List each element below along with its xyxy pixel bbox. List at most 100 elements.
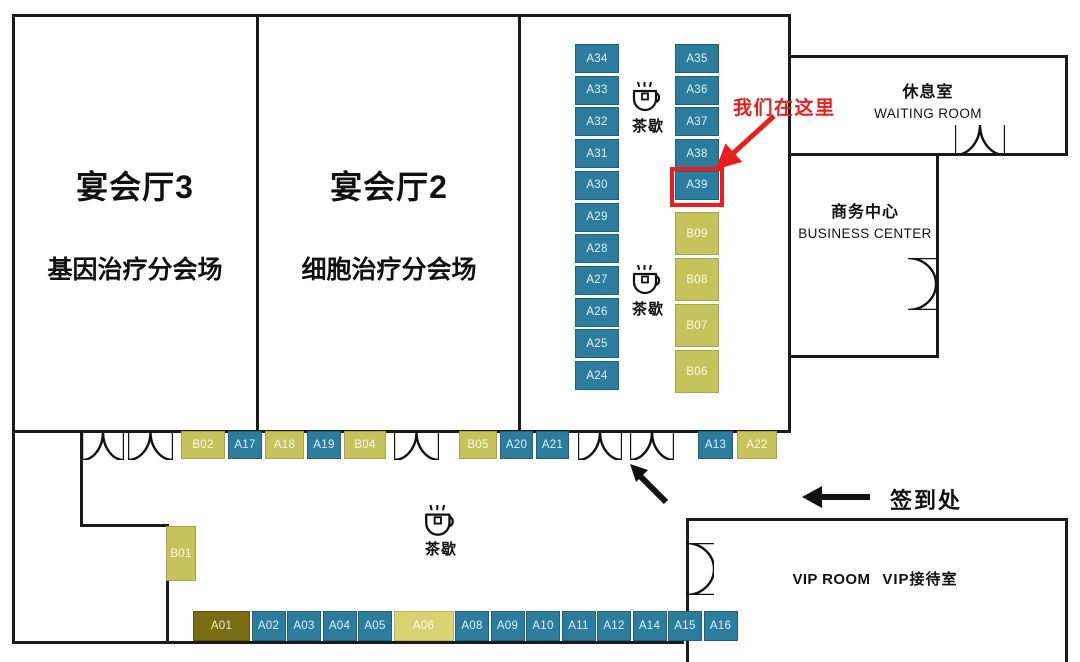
booth-b06[interactable]: B06 [675,350,719,393]
business-center-cn: 商务中心 [830,204,899,221]
door-icon [394,432,439,460]
booth-a36[interactable]: A36 [675,75,719,105]
corridor-entry-arrow-icon [630,464,669,504]
tea-break-label-bottom: 茶歇 [424,541,457,558]
booth-b02[interactable]: B02 [181,431,225,459]
booth-a10[interactable]: A10 [526,611,560,641]
booth-a03[interactable]: A03 [287,611,321,641]
booth-a33[interactable]: A33 [575,75,619,105]
booth-a26[interactable]: A26 [575,297,619,327]
booth-a18[interactable]: A18 [265,431,304,459]
booth-a34[interactable]: A34 [575,44,619,73]
tea-break-top: 茶歇 [618,81,678,136]
sign-in-arrow-icon [802,486,870,508]
hall-label-3: 宴会厅3 基因治疗分会场 [24,162,246,286]
wall-vip-top [686,518,1068,521]
room-label-business: 商务中心 BUSINESS CENTER [765,198,965,241]
room-label-waiting: 休息室 WAITING ROOM [828,78,1028,121]
booth-a16[interactable]: A16 [703,611,738,641]
hall-3-session: 基因治疗分会场 [47,256,223,284]
door-icon [955,125,1005,155]
booth-b08[interactable]: B08 [675,258,719,301]
wall-corridor-bottom [12,641,684,644]
wall-expo-right [788,14,791,431]
hall-3-name: 宴会厅3 [76,169,194,205]
booth-a02[interactable]: A02 [251,611,286,641]
tea-break-label-mid: 茶歇 [631,301,664,318]
wall-waiting-right [1065,55,1068,156]
booth-a09[interactable]: A09 [490,611,525,641]
wall-vip-left [686,518,689,662]
door-icon [578,432,622,460]
booth-b07[interactable]: B07 [675,304,719,347]
booth-b04[interactable]: B04 [344,431,386,459]
booth-a05[interactable]: A05 [358,611,392,641]
booth-a28[interactable]: A28 [575,234,619,264]
booth-a27[interactable]: A27 [575,265,619,295]
booth-a14[interactable]: A14 [632,611,667,641]
wall-top [12,14,791,17]
sign-in-label: 签到处 [890,488,963,513]
booth-a13[interactable]: A13 [698,431,733,459]
booth-a39[interactable]: A39 [675,170,719,200]
room-label-vip: VIP ROOM VIP接待室 [715,568,1035,589]
wall-corridor-left-outer [12,430,15,642]
booth-a06[interactable]: A06 [393,611,454,641]
booth-b01[interactable]: B01 [166,526,196,581]
booth-a11[interactable]: A11 [561,611,596,641]
business-center-en: BUSINESS CENTER [798,226,932,241]
booth-a31[interactable]: A31 [575,139,619,169]
wall-divider-hall2-expo [518,14,521,431]
wall-left-hall [12,14,15,431]
wall-corridor-step [80,524,168,527]
booth-a25[interactable]: A25 [575,329,619,359]
booth-a30[interactable]: A30 [575,170,619,200]
teacup-icon [618,81,678,114]
wall-vip-right [1065,518,1068,662]
booth-a15[interactable]: A15 [668,611,702,641]
wall-waiting-top [788,55,1068,58]
you-are-here-label: 我们在这里 [733,98,836,119]
waiting-room-cn: 休息室 [902,84,954,101]
booth-a22[interactable]: A22 [737,431,777,459]
booth-a01[interactable]: A01 [193,611,250,641]
door-icon [686,543,714,595]
teacup-icon [618,264,678,297]
hall-2-name: 宴会厅2 [330,169,448,205]
booth-a20[interactable]: A20 [500,431,533,459]
booth-a32[interactable]: A32 [575,107,619,137]
hall-label-2: 宴会厅2 细胞治疗分会场 [270,162,508,286]
booth-b09[interactable]: B09 [675,212,719,255]
wall-waiting-bottom [788,153,1068,156]
booth-a08[interactable]: A08 [455,611,489,641]
you-are-here-arrow [715,114,776,170]
door-icon [82,432,124,460]
wall-business-bottom [788,355,939,358]
wall-corridor-inner-right [166,524,169,644]
tea-break-mid: 茶歇 [618,264,678,319]
wall-divider-hall3-hall2 [256,14,259,431]
booth-a35[interactable]: A35 [675,44,719,73]
wall-business-right [936,153,939,358]
booth-b05[interactable]: B05 [459,431,497,459]
booth-a38[interactable]: A38 [675,139,719,169]
tea-break-bottom: 茶歇 [411,504,471,559]
door-icon [128,432,173,460]
wall-hall-bottom [12,430,791,433]
booth-a29[interactable]: A29 [575,202,619,232]
teacup-icon [411,504,471,537]
wall-corridor-inner-left [80,432,83,526]
booth-a21[interactable]: A21 [536,431,569,459]
booth-a37[interactable]: A37 [675,107,719,137]
booth-a12[interactable]: A12 [597,611,631,641]
tea-break-label-top: 茶歇 [631,118,664,135]
booth-a24[interactable]: A24 [575,361,619,390]
booth-a19[interactable]: A19 [307,431,341,459]
booth-a04[interactable]: A04 [322,611,357,641]
vip-room-cn: VIP接待室 [882,571,958,588]
vip-room-en: VIP ROOM [792,571,871,588]
booth-a17[interactable]: A17 [228,431,262,459]
highlight-booth-a39 [670,167,724,207]
door-icon [630,432,674,460]
